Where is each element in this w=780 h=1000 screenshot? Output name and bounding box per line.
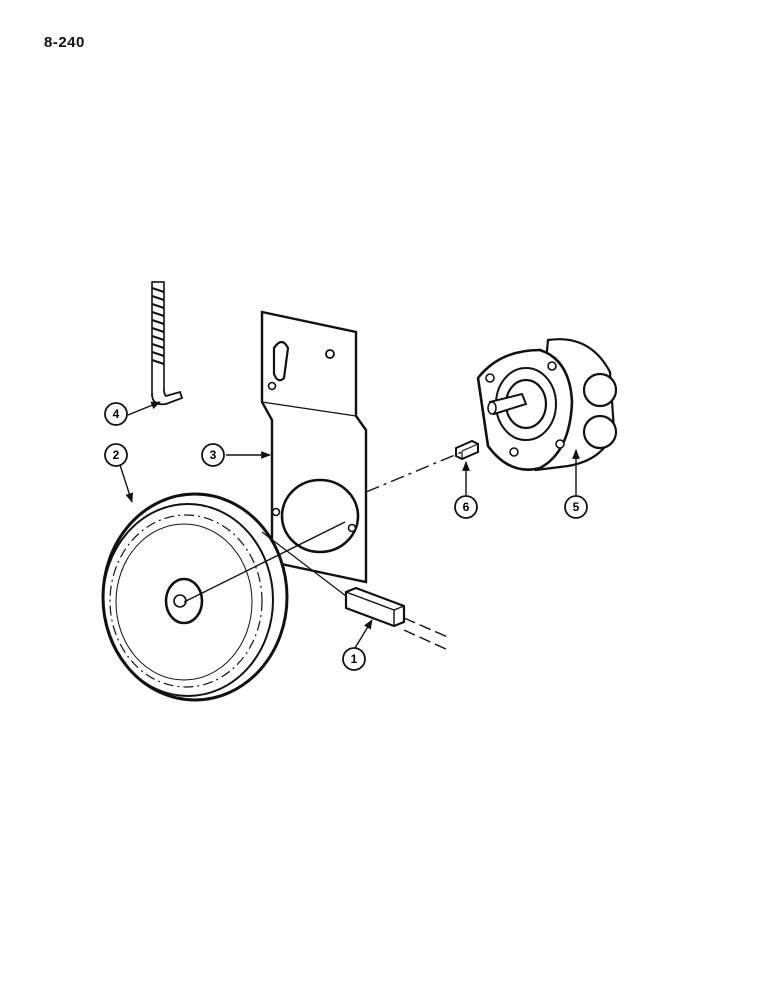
mounting-plate — [260, 310, 368, 584]
leader-lines — [119, 401, 580, 649]
callout-1: 1 — [342, 647, 366, 671]
callout-3: 3 — [201, 443, 225, 467]
callout-2-label: 2 — [113, 448, 120, 462]
callout-5-label: 5 — [573, 500, 580, 514]
alignment-lines — [183, 451, 463, 651]
callout-6: 6 — [454, 495, 478, 519]
hydraulic-pump — [476, 338, 618, 472]
hook-bolt — [151, 281, 184, 406]
callout-2: 2 — [104, 443, 128, 467]
callout-6-label: 6 — [463, 500, 470, 514]
callout-4-label: 4 — [113, 407, 120, 421]
callout-4: 4 — [104, 402, 128, 426]
shaft-key — [344, 586, 406, 628]
page-number: 8-240 — [44, 34, 85, 51]
callout-3-label: 3 — [210, 448, 217, 462]
pump-key — [455, 439, 479, 461]
callout-5: 5 — [564, 495, 588, 519]
callout-1-label: 1 — [351, 652, 358, 666]
